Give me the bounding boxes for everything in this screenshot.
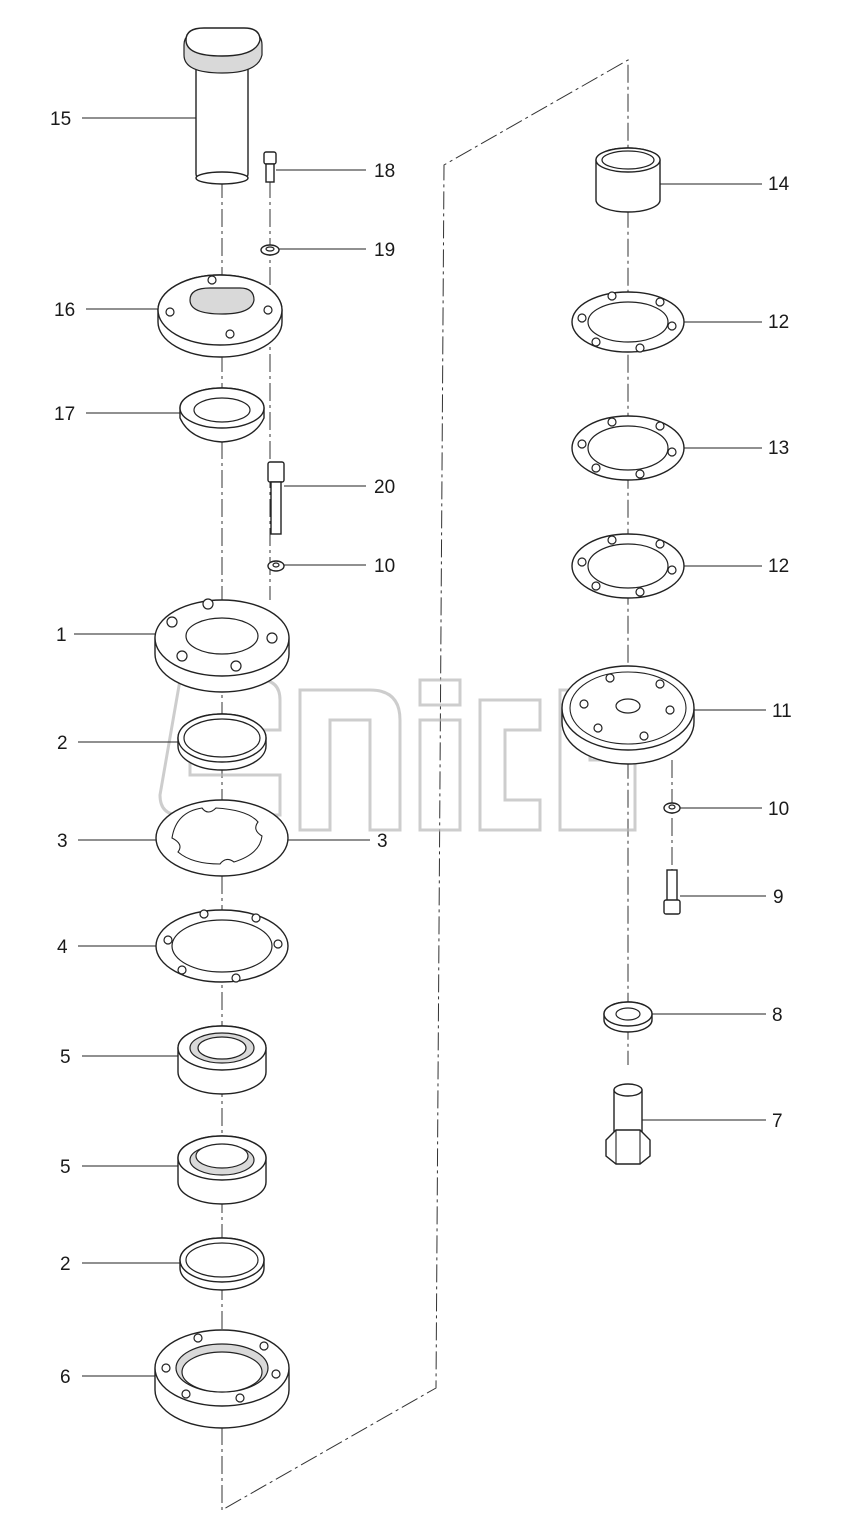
part-7-hex-bolt — [605, 1083, 651, 1165]
part-18-bolt — [263, 151, 277, 183]
part-10-washer-left — [267, 560, 285, 572]
part-13-gasket — [571, 415, 685, 481]
callout-13: 13 — [768, 438, 789, 459]
callout-4: 4 — [57, 937, 68, 958]
callout-5-top: 5 — [60, 1047, 71, 1068]
part-5-bearing-top — [177, 1025, 267, 1095]
callout-6: 6 — [60, 1367, 71, 1388]
part-15-pin — [183, 27, 263, 185]
callout-8: 8 — [772, 1005, 783, 1026]
callout-15: 15 — [50, 109, 71, 130]
callout-2-top: 2 — [57, 733, 68, 754]
callout-1: 1 — [56, 625, 67, 646]
callout-3-right: 3 — [377, 831, 388, 852]
part-10-washer-right — [663, 802, 681, 814]
callout-labels: 15 18 19 16 17 20 10 1 2 3 3 4 5 5 2 6 1… — [50, 109, 792, 1388]
part-9-bolt — [663, 869, 681, 915]
part-5-bearing-bottom — [177, 1135, 267, 1205]
callout-2-bottom: 2 — [60, 1254, 71, 1275]
callout-14: 14 — [768, 174, 790, 195]
part-20-long-bolt — [267, 461, 285, 535]
assembly-axis-lines — [221, 59, 673, 1511]
part-1-housing — [154, 598, 290, 693]
part-3-shim — [155, 799, 289, 877]
callout-12-bottom: 12 — [768, 556, 789, 577]
part-8-washer — [603, 1001, 653, 1033]
callout-16: 16 — [54, 300, 75, 321]
part-6-flange-housing — [154, 1329, 290, 1429]
callout-20: 20 — [374, 477, 395, 498]
part-12-gasket-top — [571, 291, 685, 353]
callout-18: 18 — [374, 161, 395, 182]
part-4-gasket — [155, 909, 289, 983]
callout-19: 19 — [374, 240, 395, 261]
part-2-seal-ring-top — [177, 713, 267, 771]
callout-7: 7 — [772, 1111, 783, 1132]
leader-lines — [74, 117, 766, 1377]
part-11-cover-plate — [561, 665, 695, 765]
callout-9: 9 — [773, 887, 784, 908]
callout-5-bottom: 5 — [60, 1157, 71, 1178]
part-2-seal-ring-bottom — [179, 1237, 265, 1291]
part-12-gasket-bottom — [571, 533, 685, 599]
part-14-bushing — [595, 147, 661, 213]
part-19-washer — [260, 244, 280, 256]
callout-12-top: 12 — [768, 312, 789, 333]
callout-3-left: 3 — [57, 831, 68, 852]
part-17-flange-bushing — [179, 387, 265, 443]
part-16-plate — [157, 274, 283, 358]
callout-17: 17 — [54, 404, 75, 425]
callout-10-right: 10 — [768, 799, 789, 820]
callout-11: 11 — [772, 701, 792, 722]
callout-10-left: 10 — [374, 556, 395, 577]
